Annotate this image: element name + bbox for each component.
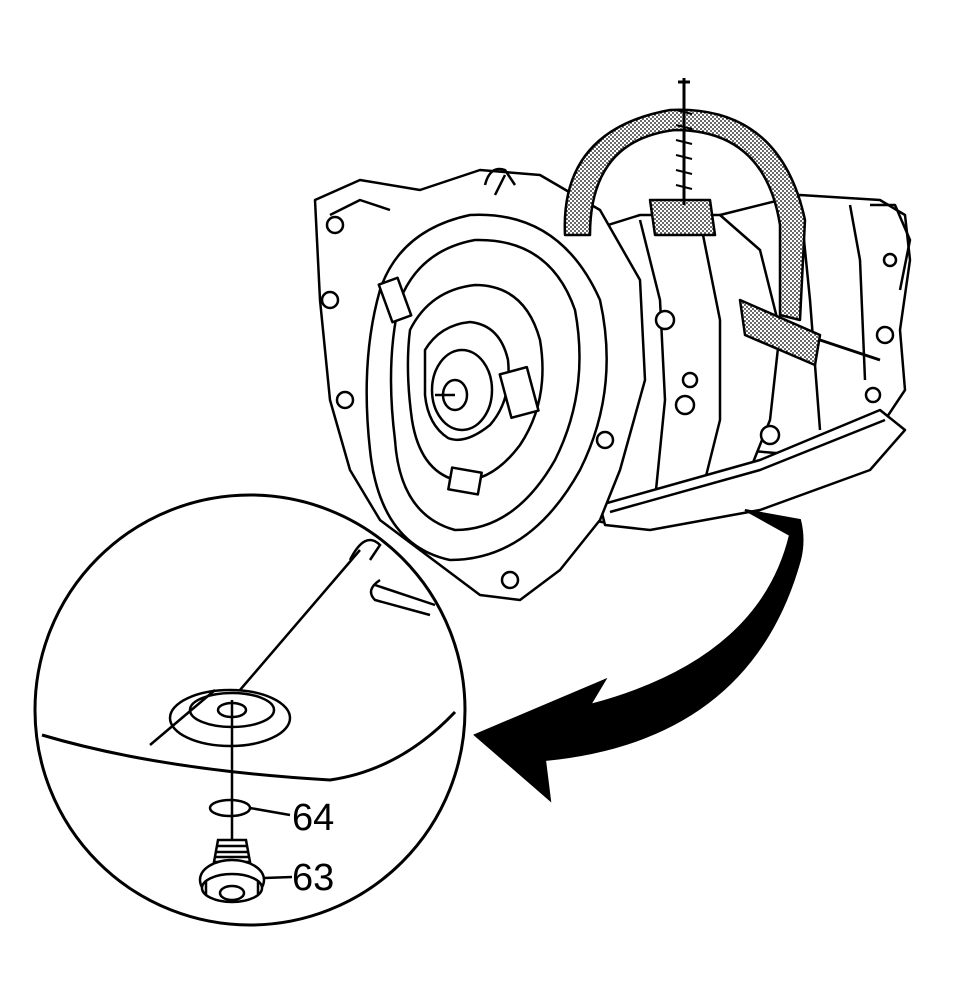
- transmission-illustration: [313, 78, 912, 602]
- direction-arrow: [473, 509, 804, 803]
- detail-magnifier: [33, 493, 467, 927]
- drain-plug: [198, 838, 293, 904]
- callout-64-label: 64: [292, 797, 334, 839]
- callout-63-label: 63: [292, 857, 334, 899]
- o-ring-seal: [208, 798, 291, 818]
